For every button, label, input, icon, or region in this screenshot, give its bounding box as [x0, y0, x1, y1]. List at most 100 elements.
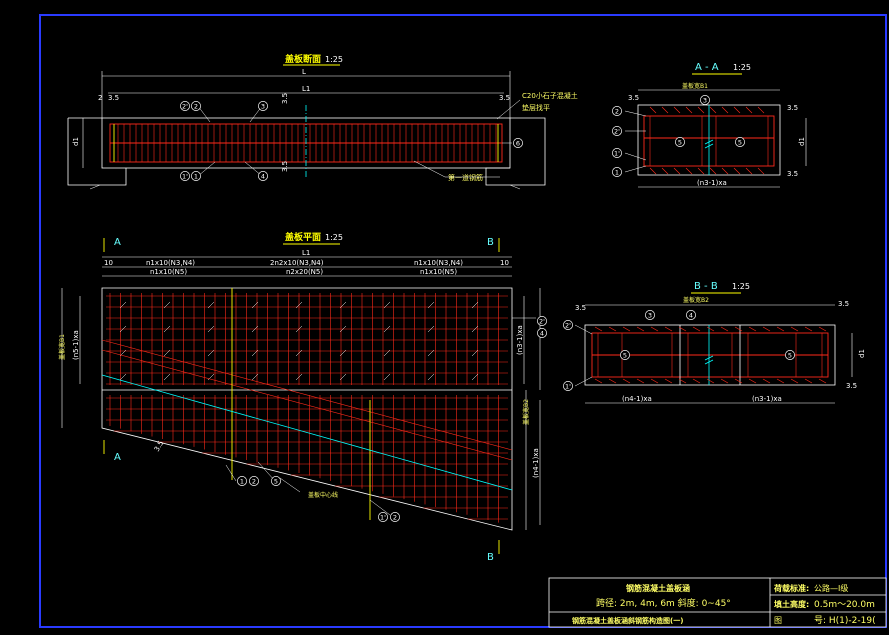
drawing-frame	[39, 14, 887, 628]
dim-cover-top: 3.5	[108, 94, 119, 102]
svg-text:2: 2	[615, 107, 619, 115]
dim-plan-bot-right: n1x10(N5)	[420, 268, 457, 276]
cover-section-view: 盖板断面 1:25 L L1 2 3.5 3.5 d1	[67, 53, 578, 190]
svg-text:3: 3	[261, 102, 265, 110]
callout-bubble: 3	[700, 95, 710, 105]
callout-bubble: 1'	[563, 381, 573, 391]
callout-bubble: 1'	[612, 148, 622, 158]
svg-text:5: 5	[678, 138, 682, 146]
svg-text:5: 5	[623, 351, 627, 359]
note-fill: 垫层找平	[522, 103, 550, 112]
label-top-b: 盖板宽B2	[683, 296, 709, 304]
svg-text:1: 1	[194, 172, 198, 180]
svg-text:2: 2	[252, 477, 256, 485]
dim-plan-L1: L1	[302, 249, 310, 257]
svg-text:1': 1'	[614, 149, 620, 157]
svg-text:5: 5	[738, 138, 742, 146]
fill-label: 填土高度:	[774, 599, 809, 609]
dim-b-cover3: 3.5	[575, 304, 586, 312]
cut-b-bot: B	[487, 552, 494, 563]
sheet-number: 号: H(1)-2-19(	[814, 615, 876, 626]
svg-text:1: 1	[615, 168, 619, 176]
svg-text:6: 6	[516, 139, 520, 147]
section-b-b: B - B 1:25 盖板宽B2 (n4-1)xa (n3-1)xa d1 3.…	[574, 281, 866, 404]
callout-bubble: 5	[675, 137, 685, 147]
svg-text:3: 3	[648, 311, 652, 319]
dim-b-cover2: 3.5	[846, 382, 857, 390]
callout-bubble: 1'	[180, 171, 190, 181]
dim-plan-left-vert: (n5-1)xa	[72, 330, 80, 360]
fill-value: 0.5m～20.0m	[814, 600, 875, 610]
callout-bubble: 1	[191, 171, 201, 181]
svg-text:2': 2'	[539, 317, 545, 325]
callout-bubble: 5	[735, 137, 745, 147]
label-width2: 盖板宽B2	[522, 399, 530, 425]
scale-section-b: 1:25	[732, 282, 750, 291]
svg-text:5: 5	[274, 477, 278, 485]
svg-text:2: 2	[194, 102, 198, 110]
scale-cover-section: 1:25	[325, 55, 343, 64]
dim-cover-v1: 3.5	[281, 93, 289, 104]
callout-bubble: 2	[390, 512, 400, 522]
dim-b-bottom-left: (n4-1)xa	[622, 395, 652, 403]
callout-bubble: 5	[620, 350, 630, 360]
dim-plan-right-upper: (n3-1)xa	[516, 325, 524, 355]
load-label: 荷载标准:	[773, 583, 809, 593]
svg-text:2': 2'	[614, 127, 620, 135]
svg-text:1: 1	[240, 477, 244, 485]
title-block-params: 跨径: 2m, 4m, 6m 斜度: 0~45°	[596, 597, 731, 609]
dim-plan-top-right: n1x10(N3,N4)	[414, 259, 463, 267]
callout-bubble: 3	[645, 310, 655, 320]
dim-d1-b: d1	[858, 349, 866, 358]
svg-text:5: 5	[788, 351, 792, 359]
svg-text:1': 1'	[380, 513, 386, 521]
callout-bubble: 3	[258, 101, 268, 111]
title-block-subtitle: 钢筋混凝土盖板涵斜钢筋构造图(一)	[572, 616, 683, 625]
dim-L1: L1	[302, 85, 310, 93]
title-cover-section: 盖板断面	[285, 53, 321, 65]
dim-plan-bot-left: n1x10(N5)	[150, 268, 187, 276]
title-block: 钢筋混凝土盖板涵 跨径: 2m, 4m, 6m 斜度: 0~45° 钢筋混凝土盖…	[548, 577, 887, 628]
dim-plan-top-mid: 2n2x10(N3,N4)	[270, 259, 324, 267]
cover-plan-view: 盖板平面 1:25 A B L1 n1x10(N3,N4) 2n2x10(N3,…	[58, 231, 541, 563]
dim-plan-end: 10	[500, 259, 509, 267]
callout-bubble: 2	[249, 476, 259, 486]
dim-a-cover2: 3.5	[787, 170, 798, 178]
title-section-b: B - B	[694, 281, 718, 292]
svg-text:4: 4	[689, 311, 693, 319]
svg-text:2': 2'	[182, 102, 188, 110]
dim-plan-start: 10	[104, 259, 113, 267]
callout-bubble: 2'	[180, 101, 190, 111]
callout-bubble: 2	[191, 101, 201, 111]
svg-text:2': 2'	[565, 321, 571, 329]
label-top-a: 盖板宽B1	[682, 82, 708, 90]
callout-bubble: 2'	[563, 320, 573, 330]
section-a-a: A - A 1:25 盖板宽B1 (n3-1)xa d1 3.5 3.5 3.5	[624, 62, 807, 188]
label-width1: 盖板宽B1	[58, 334, 66, 360]
scale-cover-plan: 1:25	[325, 233, 343, 242]
callout-bubble: 4	[258, 171, 268, 181]
title-block-name: 钢筋混凝土盖板涵	[626, 583, 690, 593]
note-concrete: C20小石子混凝土	[522, 91, 578, 100]
sheet-label: 图	[774, 616, 782, 625]
callout-bubble: 2	[612, 106, 622, 116]
callout-bubble: 2'	[612, 126, 622, 136]
dim-b-bottom-right: (n3-1)xa	[752, 395, 782, 403]
dim-plan-bot-mid: n2x20(N5)	[286, 268, 323, 276]
dim-cover-top-right: 3.5	[499, 94, 510, 102]
svg-text:4: 4	[261, 172, 265, 180]
load-value: 公路—Ⅰ级	[814, 583, 848, 593]
callout-bubble: 1'	[378, 512, 388, 522]
dim-plan-top-left: n1x10(N3,N4)	[146, 259, 195, 267]
svg-text:4: 4	[540, 329, 544, 337]
callout-bubble: 1	[612, 167, 622, 177]
dim-plan-right-lower: (n4-1)xa	[532, 448, 540, 478]
note-joint: 第一道钢筋	[448, 173, 483, 182]
dim-cover-left: 2	[98, 94, 102, 102]
dim-L: L	[302, 68, 306, 76]
dim-b-cover1: 3.5	[838, 300, 849, 308]
dim-d1-a: d1	[798, 137, 806, 146]
callout-bubble: 4	[686, 310, 696, 320]
cut-a-top: A	[114, 237, 121, 248]
